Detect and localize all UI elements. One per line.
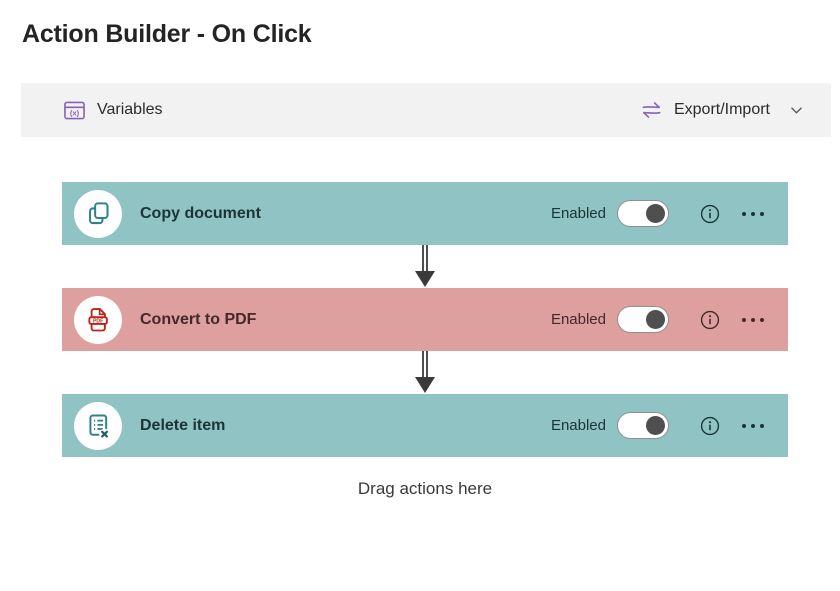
more-options-button[interactable] (742, 208, 764, 220)
svg-text:(x): (x) (70, 108, 80, 117)
export-import-icon (642, 102, 661, 118)
enabled-label: Enabled (550, 311, 606, 328)
flow-arrow-down-icon (415, 351, 435, 393)
export-import-label: Export/Import (673, 101, 770, 118)
toolbar: (x) Variables Export/Import (21, 83, 831, 137)
action-icon-badge: PDF (74, 295, 122, 344)
more-options-button[interactable] (742, 314, 764, 326)
action-icon-badge (74, 401, 122, 450)
action-title: Copy document (140, 204, 261, 222)
flow-connector (62, 245, 788, 288)
toggle-knob (646, 416, 665, 435)
action-icon-badge (74, 189, 122, 238)
enabled-toggle[interactable] (617, 412, 669, 439)
flow-arrow-down-icon (415, 245, 435, 287)
variables-button[interactable]: (x) Variables (63, 100, 163, 121)
flow-connector (62, 351, 788, 394)
page-title: Action Builder - On Click (22, 20, 312, 48)
info-icon[interactable] (699, 309, 721, 331)
enabled-toggle[interactable] (617, 200, 669, 227)
enabled-label: Enabled (550, 205, 606, 222)
action-card-convert-to-pdf[interactable]: PDF Convert to PDF Enabled (62, 288, 788, 351)
variables-label: Variables (97, 101, 163, 118)
more-options-button[interactable] (742, 420, 764, 432)
convert-to-pdf-icon: PDF (88, 307, 108, 331)
svg-text:PDF: PDF (93, 318, 103, 324)
action-card-copy-document[interactable]: Copy document Enabled (62, 182, 788, 245)
action-flow: Copy document Enabled (62, 182, 788, 499)
chevron-down-icon (790, 106, 803, 115)
enabled-toggle[interactable] (617, 306, 669, 333)
info-icon[interactable] (699, 203, 721, 225)
toggle-knob (646, 204, 665, 223)
export-import-button[interactable]: Export/Import (640, 100, 803, 120)
toggle-knob (646, 310, 665, 329)
variables-icon: (x) (64, 101, 85, 119)
delete-item-icon (89, 414, 110, 440)
enabled-label: Enabled (550, 417, 606, 434)
drag-actions-hint: Drag actions here (357, 479, 493, 498)
info-icon[interactable] (699, 415, 721, 437)
copy-document-icon (88, 202, 109, 225)
action-card-delete-item[interactable]: Delete item Enabled (62, 394, 788, 457)
action-title: Delete item (140, 416, 226, 434)
action-title: Convert to PDF (140, 310, 257, 328)
